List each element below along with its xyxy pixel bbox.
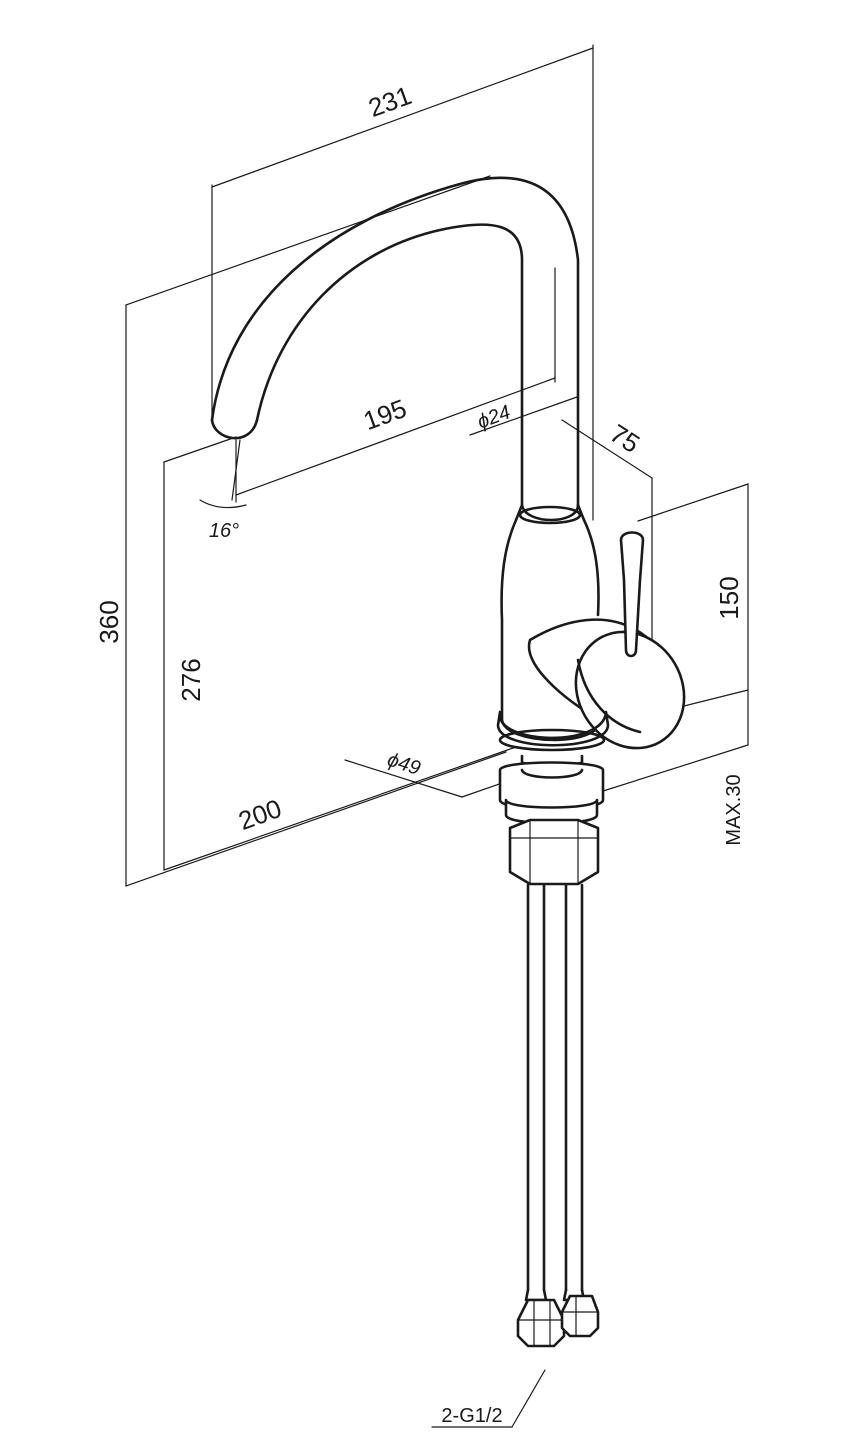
base-ring	[496, 710, 610, 747]
dim-max-thickness: MAX.30	[723, 774, 745, 845]
dim-spout-height: 276	[176, 658, 206, 701]
dim-total-height: 360	[94, 600, 124, 643]
faucet	[210, 176, 686, 1348]
dim-handle-height: 150	[714, 576, 744, 619]
dimension-lines	[125, 44, 749, 1428]
dimension-labels: 231 195 360 276 200 150 75 ϕ24 ϕ49 MAX.3…	[94, 80, 745, 1427]
hex-nut	[508, 818, 600, 886]
spout-tip	[210, 418, 259, 440]
handle-lever	[619, 531, 645, 658]
dim-connection-thread: 2-G1/2	[441, 1405, 502, 1427]
dim-handle-reach: 75	[605, 418, 646, 459]
spout	[210, 176, 580, 507]
dim-overall-reach: 231	[364, 80, 415, 123]
flexible-hoses	[524, 883, 586, 1302]
faucet-body	[500, 518, 600, 722]
dim-base-depth: 200	[234, 793, 285, 836]
dim-spout-diameter: ϕ24	[475, 401, 514, 433]
hose-nut-right	[560, 1294, 600, 1338]
dim-base-diameter: ϕ49	[385, 749, 424, 780]
dim-spout-angle: 16°	[209, 520, 239, 542]
mounting-washer	[498, 761, 605, 811]
dim-spout-reach: 195	[359, 393, 410, 436]
mounting-plate	[504, 798, 599, 825]
hose-nut-left	[516, 1298, 566, 1348]
